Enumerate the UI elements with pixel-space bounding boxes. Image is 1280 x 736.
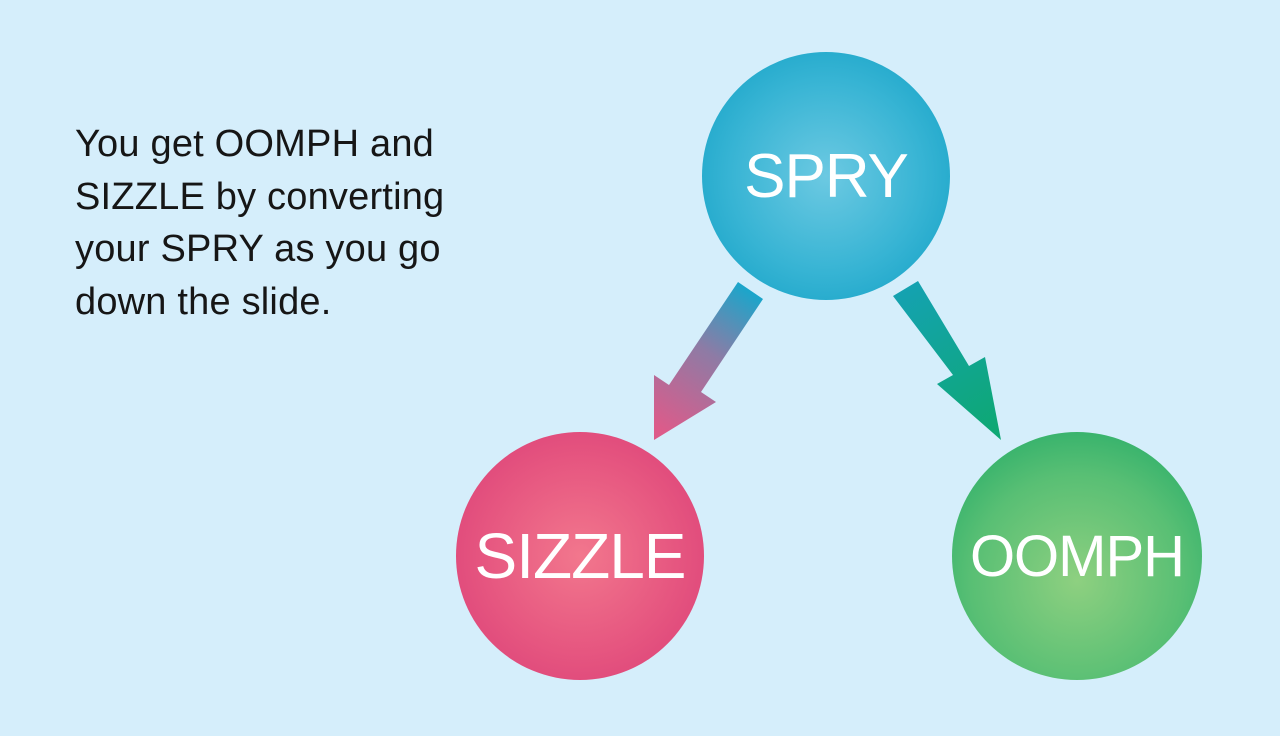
node-sizzle-label: SIZZLE — [474, 520, 687, 592]
caption-text: You get OOMPH and SIZZLE by converting y… — [75, 123, 445, 323]
node-oomph-label: OOMPH — [969, 523, 1185, 589]
node-spry-label: SPRY — [744, 141, 909, 211]
arrow-spry-to-oomph — [893, 281, 1001, 440]
arrow-spry-to-sizzle — [654, 282, 763, 440]
node-sizzle: SIZZLE — [456, 432, 704, 680]
node-oomph: OOMPH — [952, 432, 1202, 680]
node-spry: SPRY — [702, 52, 950, 300]
